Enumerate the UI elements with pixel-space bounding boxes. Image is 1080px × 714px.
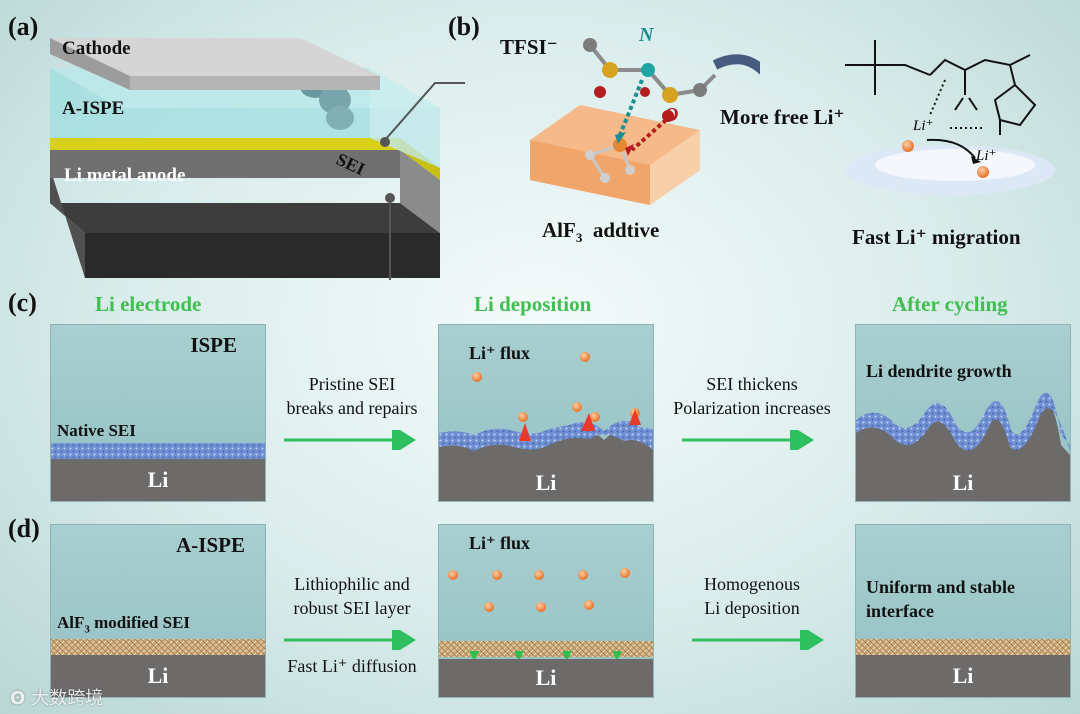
c-after-cycling-box: Li dendrite growth Li xyxy=(855,324,1071,502)
li-metal-anode-layer xyxy=(50,150,400,178)
panel-c-label: (c) xyxy=(8,288,37,317)
d-li-flux-label: Li⁺ flux xyxy=(469,533,531,553)
d-flux-arrows xyxy=(472,603,619,657)
li-ion-2 xyxy=(977,166,989,178)
panel-d-label: (d) xyxy=(8,514,40,543)
sei-layer xyxy=(50,138,400,150)
panel-b-label: (b) xyxy=(448,12,480,41)
c-dendrite-spikes xyxy=(519,409,641,441)
polymer-migration-diagram xyxy=(845,40,1055,195)
native-sei-layer xyxy=(51,443,265,459)
oxygen-atom xyxy=(594,86,606,98)
c-li-deposition-box: Li⁺ flux Li xyxy=(438,324,654,502)
c-li-base-1: Li xyxy=(51,459,265,501)
alf3-additive-label: AlF3 addtive xyxy=(542,218,660,246)
d-li-base-1: Li xyxy=(51,655,265,697)
o-interaction-arrow xyxy=(630,118,668,152)
d-arrow1-text-bottom: Fast Li⁺ diffusion xyxy=(287,656,417,676)
a-ispe-label: A-ISPE xyxy=(62,98,125,119)
tfsi-molecule-diagram xyxy=(530,38,760,205)
c-li-base-3: Li xyxy=(856,465,1070,501)
d-deposition-scene xyxy=(439,568,653,661)
anode-label: Li metal anode xyxy=(64,165,186,186)
dendrite-growth-label: Li dendrite growth xyxy=(866,361,1012,381)
battery-stack-diagram xyxy=(50,38,465,280)
li-plus-label-1: Li⁺ xyxy=(913,118,934,134)
o-atom-label: O xyxy=(664,104,679,126)
curved-arrow xyxy=(712,54,760,75)
a-ispe-box-label: A-ISPE xyxy=(176,533,245,557)
d-deposition-box: Li⁺ flux Li xyxy=(438,524,654,698)
leader-line-1 xyxy=(384,82,465,141)
c-li-electrode-box: ISPE Native SEI Li xyxy=(50,324,266,502)
tfsi-label: TFSI⁻ xyxy=(500,35,558,59)
more-free-li-label: More free Li⁺ xyxy=(720,105,845,129)
d-li-ions xyxy=(448,568,630,612)
alf3-sei-layer xyxy=(51,639,265,655)
sulfur-atom xyxy=(602,62,618,78)
panel-a-label: (a) xyxy=(8,12,39,41)
d-arrow2 xyxy=(692,630,824,650)
d-stable-sei-layer xyxy=(856,639,1070,655)
heading-li-deposition: Li deposition xyxy=(474,292,592,316)
ispe-label: ISPE xyxy=(190,333,237,357)
li-plus-label-2: Li⁺ xyxy=(976,148,997,164)
alf3-modified-sei-label: AlF3 modified SEI xyxy=(57,613,191,636)
d-electrode-box: A-ISPE AlF3 modified SEI Li xyxy=(50,524,266,698)
n-interaction-arrow xyxy=(618,79,644,136)
fast-migration-label: Fast Li⁺ migration xyxy=(852,225,1021,249)
n-atom-label: N xyxy=(639,24,654,46)
c-arrow2 xyxy=(682,430,814,450)
d-li-base-3: Li xyxy=(856,655,1070,697)
cathode-plate xyxy=(50,38,380,76)
d-arrow1 xyxy=(284,630,416,650)
c-li-flux-label: Li⁺ flux xyxy=(469,343,531,363)
c-dendrite-scene xyxy=(856,392,1070,465)
li-ion-1 xyxy=(902,140,914,152)
d-li-base-2: Li xyxy=(439,659,653,697)
cathode-label: Cathode xyxy=(62,38,131,59)
anode-top-face xyxy=(50,203,440,233)
c-deposition-scene xyxy=(439,352,653,465)
native-sei-label: Native SEI xyxy=(57,421,136,440)
c-li-base-2: Li xyxy=(439,465,653,501)
c-arrow1 xyxy=(284,430,416,450)
watermark-logo-icon: ʘ xyxy=(10,688,26,709)
heading-li-electrode: Li electrode xyxy=(95,292,202,316)
heading-after-cycling: After cycling xyxy=(892,292,1008,316)
c-li-ions xyxy=(472,352,640,422)
nitrogen-atom xyxy=(641,63,655,77)
